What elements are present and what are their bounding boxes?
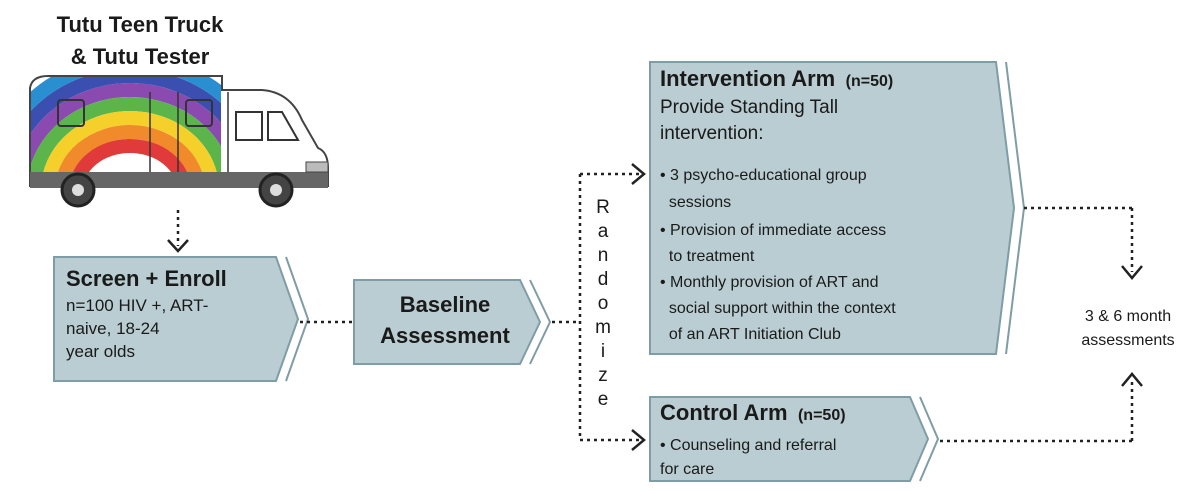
baseline-line1: Baseline xyxy=(400,292,491,317)
intervention-bullet-line: social support within the context xyxy=(660,300,896,317)
intervention-heading-text: Intervention Arm xyxy=(660,66,835,91)
control-bullet-line2: for care xyxy=(660,461,714,478)
intervention-bullet-line: • 3 psycho-educational group xyxy=(660,167,867,184)
randomize-letter: m xyxy=(595,317,611,338)
control-arm-box xyxy=(649,396,940,482)
outcome-line2: assessments xyxy=(1081,332,1174,349)
screen-enroll-line2: naive, 18-24 xyxy=(66,319,160,338)
randomize-letter: n xyxy=(598,245,609,266)
intervention-heading: Intervention Arm (n=50) xyxy=(660,66,893,91)
truck-title-line2: & Tutu Tester xyxy=(71,44,210,69)
intervention-sub-line2: intervention: xyxy=(660,123,764,144)
screen-enroll-heading: Screen + Enroll xyxy=(66,266,227,291)
intervention-bullet-line: • Provision of immediate access xyxy=(660,222,886,239)
randomize-letter: d xyxy=(598,269,609,290)
truck-title-line1: Tutu Teen Truck xyxy=(57,12,224,37)
randomize-letter: a xyxy=(598,221,609,242)
arrowhead-right-intervention xyxy=(631,163,646,185)
arrowhead-down-outcome xyxy=(1121,265,1143,280)
outcome-line1: 3 & 6 month xyxy=(1085,308,1171,325)
baseline-line2: Assessment xyxy=(380,323,510,348)
control-n: (n=50) xyxy=(798,407,846,424)
control-bullet-line1: • Counseling and referral xyxy=(660,437,836,454)
randomize-letter: z xyxy=(598,365,608,386)
baseline-assessment-box xyxy=(353,279,552,365)
control-heading: Control Arm (n=50) xyxy=(660,400,846,425)
randomize-letter: o xyxy=(598,293,609,314)
screen-enroll-line3: year olds xyxy=(66,342,135,361)
intervention-n: (n=50) xyxy=(846,73,894,90)
randomize-letter: e xyxy=(598,389,609,410)
truck-icon xyxy=(29,75,329,208)
screen-enroll-box xyxy=(53,256,310,382)
intervention-bullet-line: • Monthly provision of ART and xyxy=(660,274,878,291)
arrowhead-up-outcome xyxy=(1121,372,1143,387)
randomize-letter: i xyxy=(601,341,605,362)
randomize-label: R a n d o m i z e xyxy=(595,197,611,410)
randomize-letter: R xyxy=(596,197,610,218)
intervention-bullet-line: of an ART Initiation Club xyxy=(660,326,841,343)
intervention-bullet-line: sessions xyxy=(660,194,731,211)
intervention-sub-line1: Provide Standing Tall xyxy=(660,97,838,118)
control-heading-text: Control Arm xyxy=(660,400,788,425)
arrowhead-down xyxy=(167,239,189,253)
arrowhead-right-control xyxy=(631,429,646,451)
intervention-bullet-line: to treatment xyxy=(660,248,755,265)
screen-enroll-line1: n=100 HIV +, ART- xyxy=(66,296,208,315)
